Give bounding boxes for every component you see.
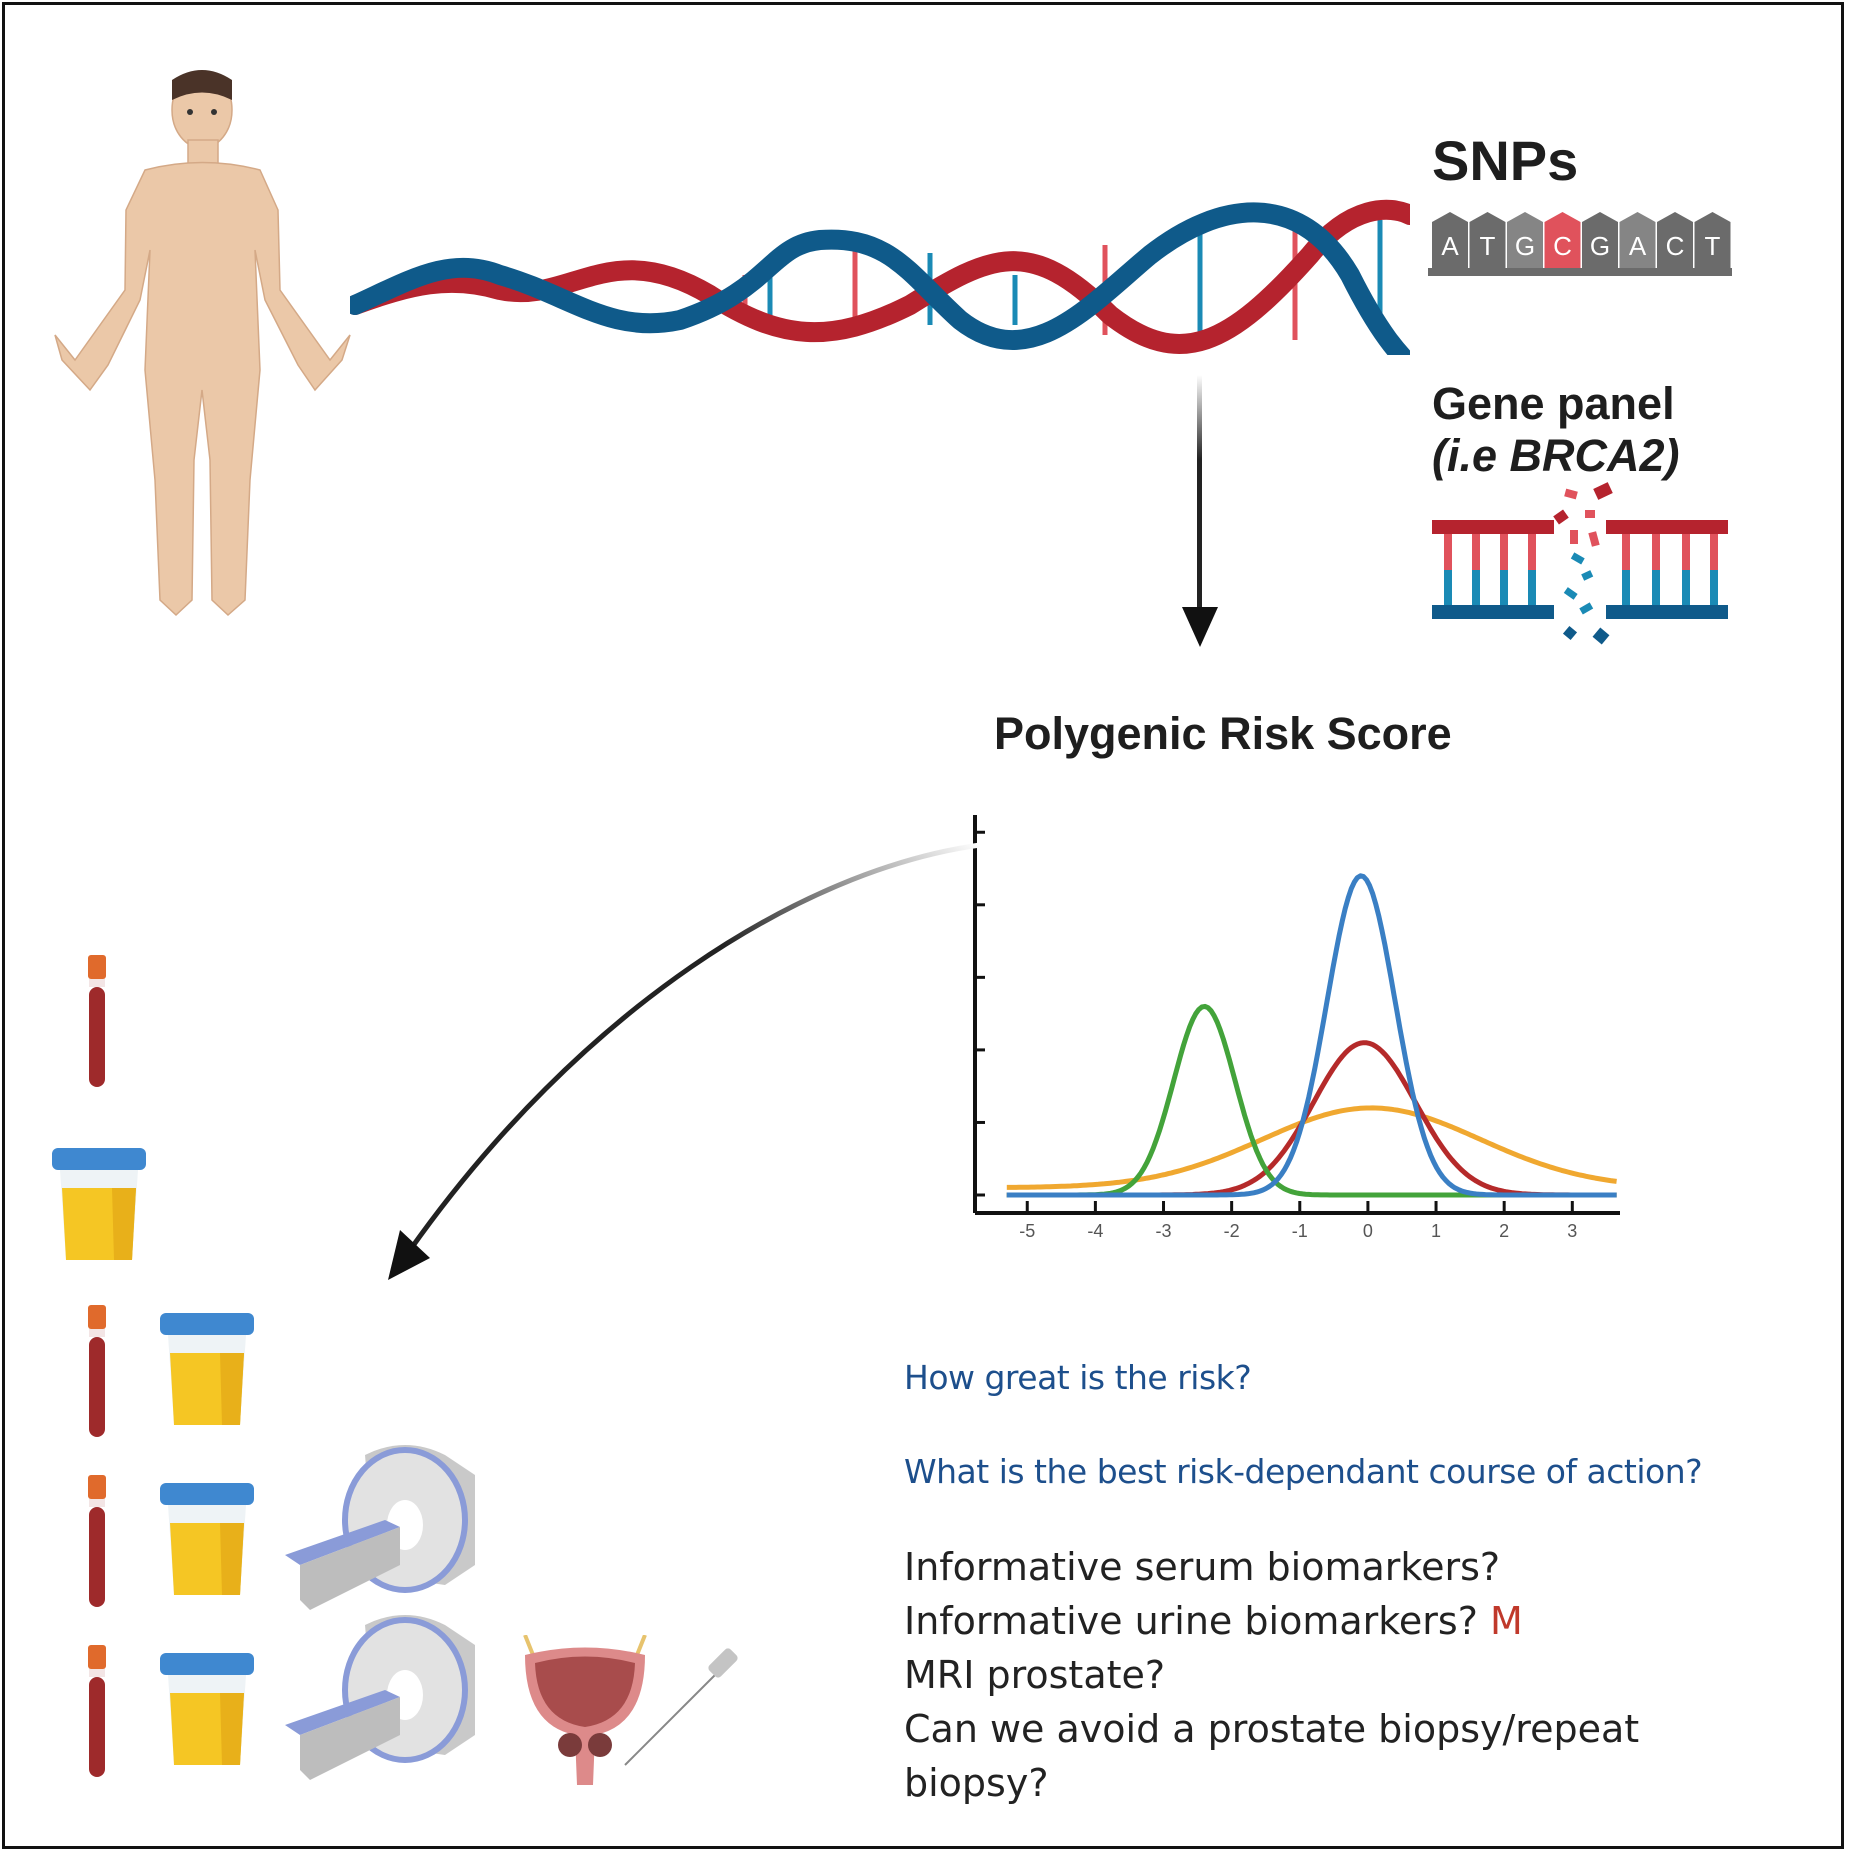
snp-base: A xyxy=(1432,212,1468,268)
x-tick-label: 2 xyxy=(1499,1221,1509,1240)
blood-tube-icon xyxy=(88,1645,106,1777)
snp-base: C xyxy=(1657,212,1693,268)
x-tick-label: -4 xyxy=(1087,1221,1103,1240)
snp-base-letter: T xyxy=(1480,231,1496,261)
question-item: Informative serum biomarkers? xyxy=(904,1545,1501,1589)
snp-base: G xyxy=(1507,212,1543,268)
x-tick-label: 3 xyxy=(1567,1221,1577,1240)
x-tick-label: -2 xyxy=(1224,1221,1240,1240)
snp-base-letter: G xyxy=(1515,231,1535,261)
snp-base: A xyxy=(1619,212,1656,268)
question-item: biopsy? xyxy=(904,1761,1049,1805)
snp-base: T xyxy=(1694,212,1731,268)
blood-tube-icon xyxy=(88,955,106,1087)
question-list: Informative serum biomarkers? Informativ… xyxy=(904,1540,1639,1810)
snp-base-letter: C xyxy=(1666,231,1685,261)
down-arrow-icon xyxy=(1182,375,1218,647)
prostate-icon xyxy=(523,1635,647,1785)
question-course-of-action: What is the best risk-dependant course o… xyxy=(904,1452,1703,1491)
mri-scanner-icon xyxy=(285,1445,475,1610)
x-tick-label: -3 xyxy=(1156,1221,1172,1240)
urine-cup-icon xyxy=(160,1483,254,1595)
snp-base-letter: G xyxy=(1590,231,1610,261)
x-tick-label: 0 xyxy=(1363,1221,1373,1240)
x-tick-label: 1 xyxy=(1431,1221,1441,1240)
series-blue-line xyxy=(1006,873,1617,1198)
snp-base-letter: A xyxy=(1441,231,1459,261)
prs-title: Polygenic Risk Score xyxy=(994,708,1452,759)
biopsy-needle-icon xyxy=(624,1648,738,1766)
snp-base-letter: C xyxy=(1553,231,1572,261)
urine-cup-icon xyxy=(160,1653,254,1765)
snp-base: C xyxy=(1544,212,1581,268)
question-item: Informative urine biomarkers? M xyxy=(904,1599,1523,1643)
stray-mark: M xyxy=(1489,1599,1523,1643)
urine-cup-icon xyxy=(160,1313,254,1425)
dna-helix-icon xyxy=(350,199,1410,355)
blood-tube-icon xyxy=(88,1475,106,1607)
curved-arrow-icon xyxy=(388,842,981,1280)
human-figure-icon xyxy=(54,70,351,617)
snp-backbone xyxy=(1428,268,1732,276)
blood-tube-icon xyxy=(88,1305,106,1437)
snps-title: SNPs xyxy=(1432,129,1579,192)
prs-distribution-chart: -5 -4 -3 -2 -1 0 1 2 3 xyxy=(973,815,1620,1240)
gene-panel-subtitle: (i.e BRCA2) xyxy=(1432,430,1680,481)
x-tick-label: -5 xyxy=(1019,1221,1035,1240)
question-item: MRI prostate? xyxy=(904,1653,1166,1697)
broken-dna-icon xyxy=(1432,482,1728,645)
gene-panel-label: Gene panel xyxy=(1432,378,1675,429)
snp-base-letter: T xyxy=(1705,231,1721,261)
gene-panel-title: Gene panel (i.e BRCA2) xyxy=(1432,378,1680,482)
mri-scanner-icon xyxy=(285,1615,475,1780)
x-tick-label: -1 xyxy=(1292,1221,1308,1240)
snp-base: T xyxy=(1469,212,1506,268)
snp-base: G xyxy=(1582,212,1618,268)
question-item: Can we avoid a prostate biopsy/repeat xyxy=(904,1707,1640,1751)
question-risk: How great is the risk? xyxy=(904,1358,1252,1397)
series-orange-line xyxy=(1006,1105,1617,1190)
urine-cup-icon xyxy=(52,1148,146,1260)
snp-base-letter: A xyxy=(1629,231,1647,261)
